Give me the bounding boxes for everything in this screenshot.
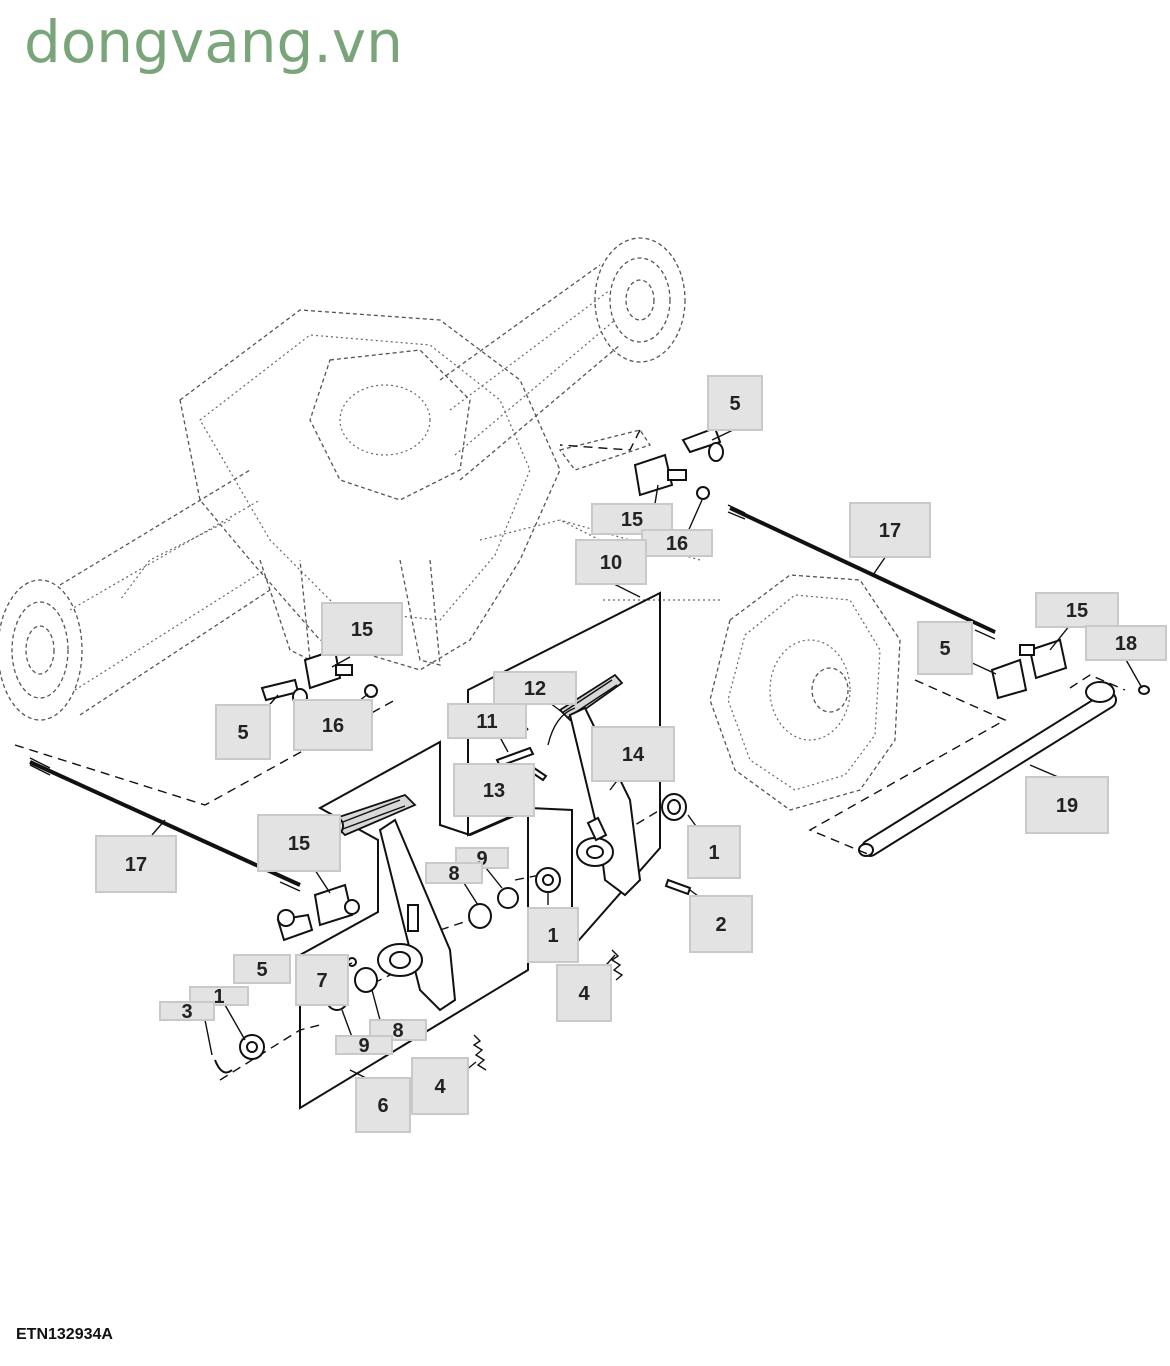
callout-box: [335, 1035, 393, 1055]
callout-19: 19: [1025, 776, 1109, 834]
callout-box: [689, 895, 753, 953]
callout-13: 13: [453, 763, 535, 817]
pedal-right: [547, 673, 642, 897]
callout-14: 14: [591, 726, 675, 782]
callout-box: [453, 763, 535, 817]
callout-16: 16: [293, 699, 373, 751]
callout-number: 8: [392, 1020, 403, 1042]
callout-number: 16: [322, 715, 344, 737]
small-parts: [214, 426, 1150, 1074]
callout-1: 1: [189, 986, 249, 1008]
watermark-logo: dongvang.vn: [24, 8, 403, 76]
callout-number: 9: [358, 1035, 369, 1057]
callout-8: 8: [425, 862, 483, 885]
brake-rods: [29, 504, 1117, 892]
callout-box: [917, 621, 973, 675]
callout-number: 5: [237, 722, 248, 744]
callout-box: [849, 502, 931, 558]
callout-box: [321, 602, 403, 656]
callout-number: 16: [666, 533, 688, 555]
callout-18: 18: [1085, 625, 1167, 661]
callout-12: 12: [493, 671, 577, 705]
callout-box: [1085, 625, 1167, 661]
callout-box: [447, 703, 527, 739]
callout-10: 10: [575, 539, 647, 585]
callout-number: 11: [476, 711, 497, 733]
callout-number: 13: [483, 780, 505, 802]
callout-15: 15: [257, 814, 341, 872]
callout-7: 7: [295, 954, 349, 1006]
callout-box: [575, 539, 647, 585]
callout-box: [1035, 592, 1119, 628]
callout-box: [159, 1001, 215, 1021]
callout-2: 2: [689, 895, 753, 953]
callout-5: 5: [917, 621, 973, 675]
callout-box: [233, 954, 291, 984]
callout-4: 4: [556, 964, 612, 1022]
callout-number: 15: [351, 619, 373, 641]
callout-box: [215, 704, 271, 760]
callout-5: 5: [215, 704, 271, 760]
callout-box: [257, 814, 341, 872]
callout-1: 1: [687, 825, 741, 879]
callout-box: [189, 986, 249, 1006]
callout-box: [1025, 776, 1109, 834]
pedal-panels: [299, 591, 661, 1110]
callout-number: 1: [547, 925, 558, 947]
callout-number: 15: [621, 509, 643, 531]
callout-16: 16: [641, 529, 713, 557]
callout-number: 1: [708, 842, 719, 864]
callout-box: [295, 954, 349, 1006]
callout-box: [425, 862, 483, 884]
callout-15: 15: [321, 602, 403, 656]
callout-box: [95, 835, 177, 893]
callout-number: 10: [600, 552, 622, 574]
callout-number: 9: [476, 848, 487, 870]
callout-box: [293, 699, 373, 751]
callout-5: 5: [233, 954, 291, 984]
callout-number: 17: [125, 854, 147, 876]
callout-number: 12: [524, 678, 546, 700]
callout-3: 3: [159, 1001, 215, 1023]
callout-number: 4: [578, 983, 590, 1005]
callout-box: [493, 671, 577, 705]
callout-4: 4: [411, 1057, 469, 1115]
callout-number: 1: [213, 986, 224, 1008]
axle-housing-ghost: [0, 237, 686, 721]
callout-number: 19: [1056, 795, 1078, 817]
callout-number: 5: [939, 638, 950, 660]
callout-number: 5: [256, 959, 267, 981]
callout-box: [687, 825, 741, 879]
callout-number: 6: [377, 1095, 388, 1117]
callout-box: [527, 907, 579, 963]
callout-number: 5: [729, 393, 740, 415]
callout-11: 11: [447, 703, 527, 739]
callout-1: 1: [527, 907, 579, 963]
callout-number: 15: [288, 833, 310, 855]
callout-number: 4: [434, 1076, 446, 1098]
callout-17: 17: [95, 835, 177, 893]
callout-box: [556, 964, 612, 1022]
callout-15: 15: [1035, 592, 1119, 628]
callout-number: 7: [316, 970, 327, 992]
callout-number: 8: [448, 863, 459, 885]
callout-box: [641, 529, 713, 557]
callout-box: [411, 1057, 469, 1115]
callout-box: [591, 726, 675, 782]
figure-id: ETN132934A: [16, 1326, 113, 1343]
callout-number: 2: [715, 914, 726, 936]
callout-17: 17: [849, 502, 931, 558]
callout-6: 6: [355, 1077, 411, 1133]
callout-number: 17: [879, 520, 901, 542]
callout-number: 3: [181, 1001, 192, 1023]
callout-box: [707, 375, 763, 431]
callout-9: 9: [335, 1035, 393, 1057]
callout-number: 14: [622, 744, 645, 766]
callout-number: 18: [1115, 633, 1137, 655]
callout-box: [355, 1077, 411, 1133]
callout-number: 15: [1066, 600, 1088, 622]
callout-5: 5: [707, 375, 763, 431]
